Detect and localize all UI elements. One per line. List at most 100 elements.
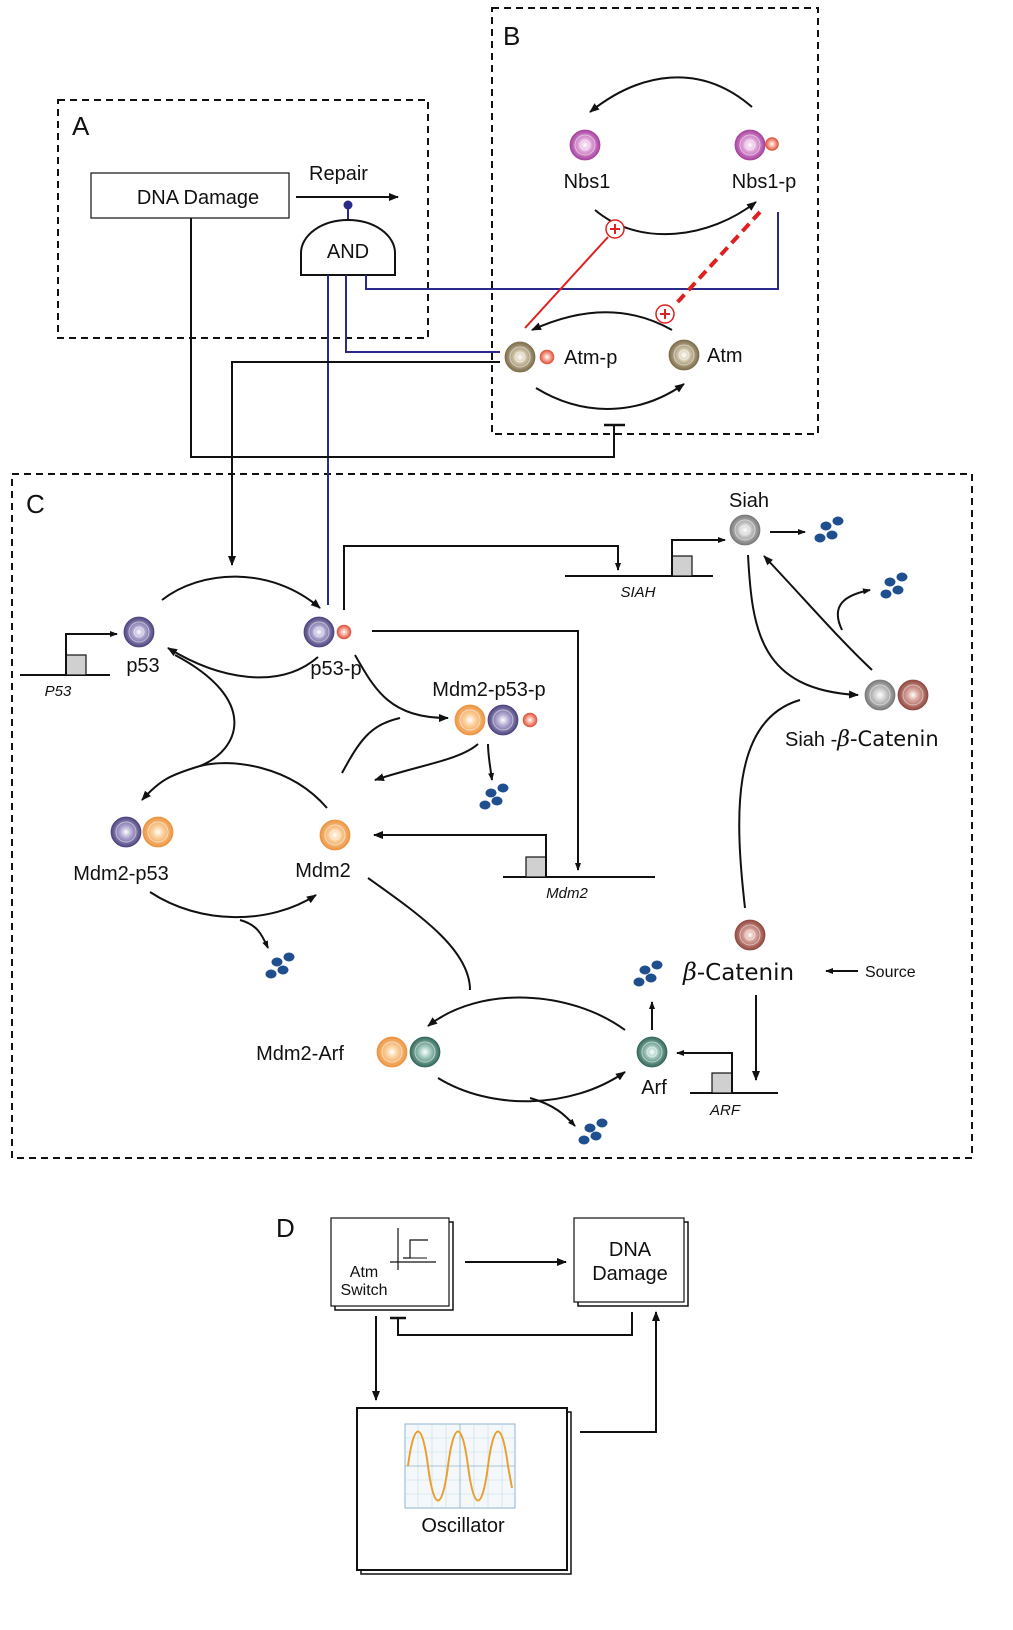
mdm2-p53-p-label: Mdm2-p53-p: [432, 679, 545, 701]
dna-damage-box: [90, 172, 290, 219]
nbs1-p-label: Nbs1-p: [732, 171, 796, 193]
degradation-dots-icon: [578, 1118, 608, 1145]
mdm2-p53-p-dissociation-arrow: [374, 743, 479, 781]
p53-p-label: p53-p: [310, 658, 361, 680]
mdm2-p53-p-complex: [454, 704, 538, 736]
panel-c-letter: C: [26, 489, 45, 519]
repair-label: Repair: [309, 163, 368, 185]
complex-dissociation-to-siah-arrow: [763, 555, 873, 671]
p53-gene-box: [65, 654, 87, 676]
dna-damage-to-atm-link: [190, 218, 615, 458]
siah-gene-box: [671, 555, 693, 577]
hysteresis-switch-icon: [390, 1228, 436, 1270]
dna-damage-d-box: [573, 1217, 685, 1303]
mdm2-arf-label: Mdm2-Arf: [256, 1043, 344, 1065]
atm-node: [668, 339, 700, 371]
degradation-dots-icon: [814, 516, 844, 543]
mdm2-node: [319, 819, 351, 851]
mdm2-binding-arf-arrow: [367, 877, 471, 991]
degradation-dots-icon: [880, 572, 908, 599]
arf-node: [636, 1036, 668, 1068]
p53p-binding-mdm2-arrow: [354, 654, 449, 722]
and-gate-output-dot: [343, 200, 353, 210]
siah-beta-catenin-label: Siah -β-Catenin: [785, 727, 939, 752]
siah-beta-catenin-complex: [864, 679, 929, 711]
dna-damage-label: DNA Damage: [137, 187, 259, 209]
arf-label: Arf: [641, 1077, 667, 1099]
atmp-to-atm-arrow: [535, 383, 685, 410]
dna-damage-inhibits-atm-switch-link: [397, 1312, 633, 1336]
nbs1p-to-and-link: [365, 212, 779, 290]
and-gate-label: AND: [327, 241, 369, 263]
and-gate: [300, 219, 396, 276]
panel-a-frame: [57, 99, 429, 339]
mdm2-binding-p53p-arrow: [341, 717, 401, 774]
mdm2-transcription-arrow: [373, 831, 547, 877]
mdm2-arf-complex: [376, 1036, 441, 1068]
atm-switch-label-line2: Switch: [340, 1282, 387, 1299]
nbs1-label: Nbs1: [564, 171, 611, 193]
dna-damage-d-label-line2: Damage: [592, 1263, 668, 1285]
panel-d-letter: D: [276, 1213, 295, 1243]
nbs1-p-node: [734, 129, 779, 161]
p53-binding-mdm2-arrow: [141, 654, 236, 801]
siah-transcription-arrow: [671, 537, 726, 576]
oscillator-label: Oscillator: [421, 1515, 505, 1537]
mdm2-p53-degradation-arrow: [239, 919, 269, 949]
siah-label: Siah: [729, 490, 769, 512]
mdm2-gene-label: Mdm2: [546, 885, 588, 902]
nbs1-node: [569, 129, 601, 161]
degradation-dots-icon: [265, 952, 295, 979]
p53-transcription-arrow: [65, 631, 118, 675]
atm-p-node: [504, 341, 555, 373]
siah-gene-label: SIAH: [620, 584, 655, 601]
mdm2-arf-release-arf-arrow: [437, 1071, 626, 1103]
p53p-activates-mdm2-gene-link: [372, 630, 581, 871]
beta-catenin-binding-arrow: [738, 699, 801, 909]
source-label: Source: [865, 964, 916, 981]
oscillator-to-dna-damage-arrow: [580, 1311, 660, 1433]
mdm2-p53-complex: [110, 816, 174, 848]
dna-damage-d-label-line1: DNA: [609, 1239, 652, 1261]
mdm2-p53-release-mdm2-arrow: [149, 891, 317, 919]
p53p-to-p53-arrow: [167, 647, 319, 679]
beta-catenin-node: [734, 919, 766, 951]
panel-b-letter: B: [503, 21, 520, 51]
plus-icon: [605, 219, 625, 239]
degradation-dots-icon: [479, 783, 509, 810]
nbs1p-activates-atm-link: [672, 210, 762, 308]
siah-binding-arrow: [747, 554, 859, 699]
oscilloscope-icon: [404, 1423, 516, 1509]
atm-switch-label-line1: Atm: [350, 1264, 378, 1281]
mdm2-label: Mdm2: [295, 860, 351, 882]
siah-node: [729, 514, 761, 546]
arf-gene-box: [711, 1072, 733, 1094]
degradation-dots-icon: [633, 960, 663, 987]
panel-c-frame: [11, 473, 973, 1159]
atmp-activates-nbs1-link: [524, 236, 609, 329]
panel-b-frame: [491, 7, 819, 435]
arf-transcription-arrow: [676, 1050, 733, 1093]
atm-to-atmp-arrow: [531, 311, 673, 331]
p53-p-node: [303, 616, 352, 648]
mdm2-binding-p53-arrow: [199, 762, 328, 809]
atmp-to-and-link: [345, 275, 500, 353]
arf-gene-label: ARF: [709, 1102, 741, 1119]
p53p-activates-siah-link: [343, 545, 621, 610]
panel-a-letter: A: [72, 111, 90, 141]
mdm2-p53-p-degradation-arrow: [487, 743, 495, 781]
mdm2-gene-box: [525, 856, 547, 878]
p53-gene-label: P53: [45, 683, 72, 700]
atm-label: Atm: [707, 345, 743, 367]
plus-icon: [655, 304, 675, 324]
atmp-to-p53-phosphorylation-link: [228, 361, 500, 566]
p53-to-p53p-arrow: [161, 575, 321, 609]
p53-label: p53: [126, 655, 159, 677]
p53-node: [123, 616, 155, 648]
beta-catenin-label: β-Catenin: [682, 958, 794, 986]
complex-degradation-arrow: [836, 588, 871, 631]
mdm2-arf-degradation-arrow: [529, 1097, 576, 1127]
atm-p-label: Atm-p: [564, 347, 617, 369]
mdm2-p53-label: Mdm2-p53: [73, 863, 169, 885]
